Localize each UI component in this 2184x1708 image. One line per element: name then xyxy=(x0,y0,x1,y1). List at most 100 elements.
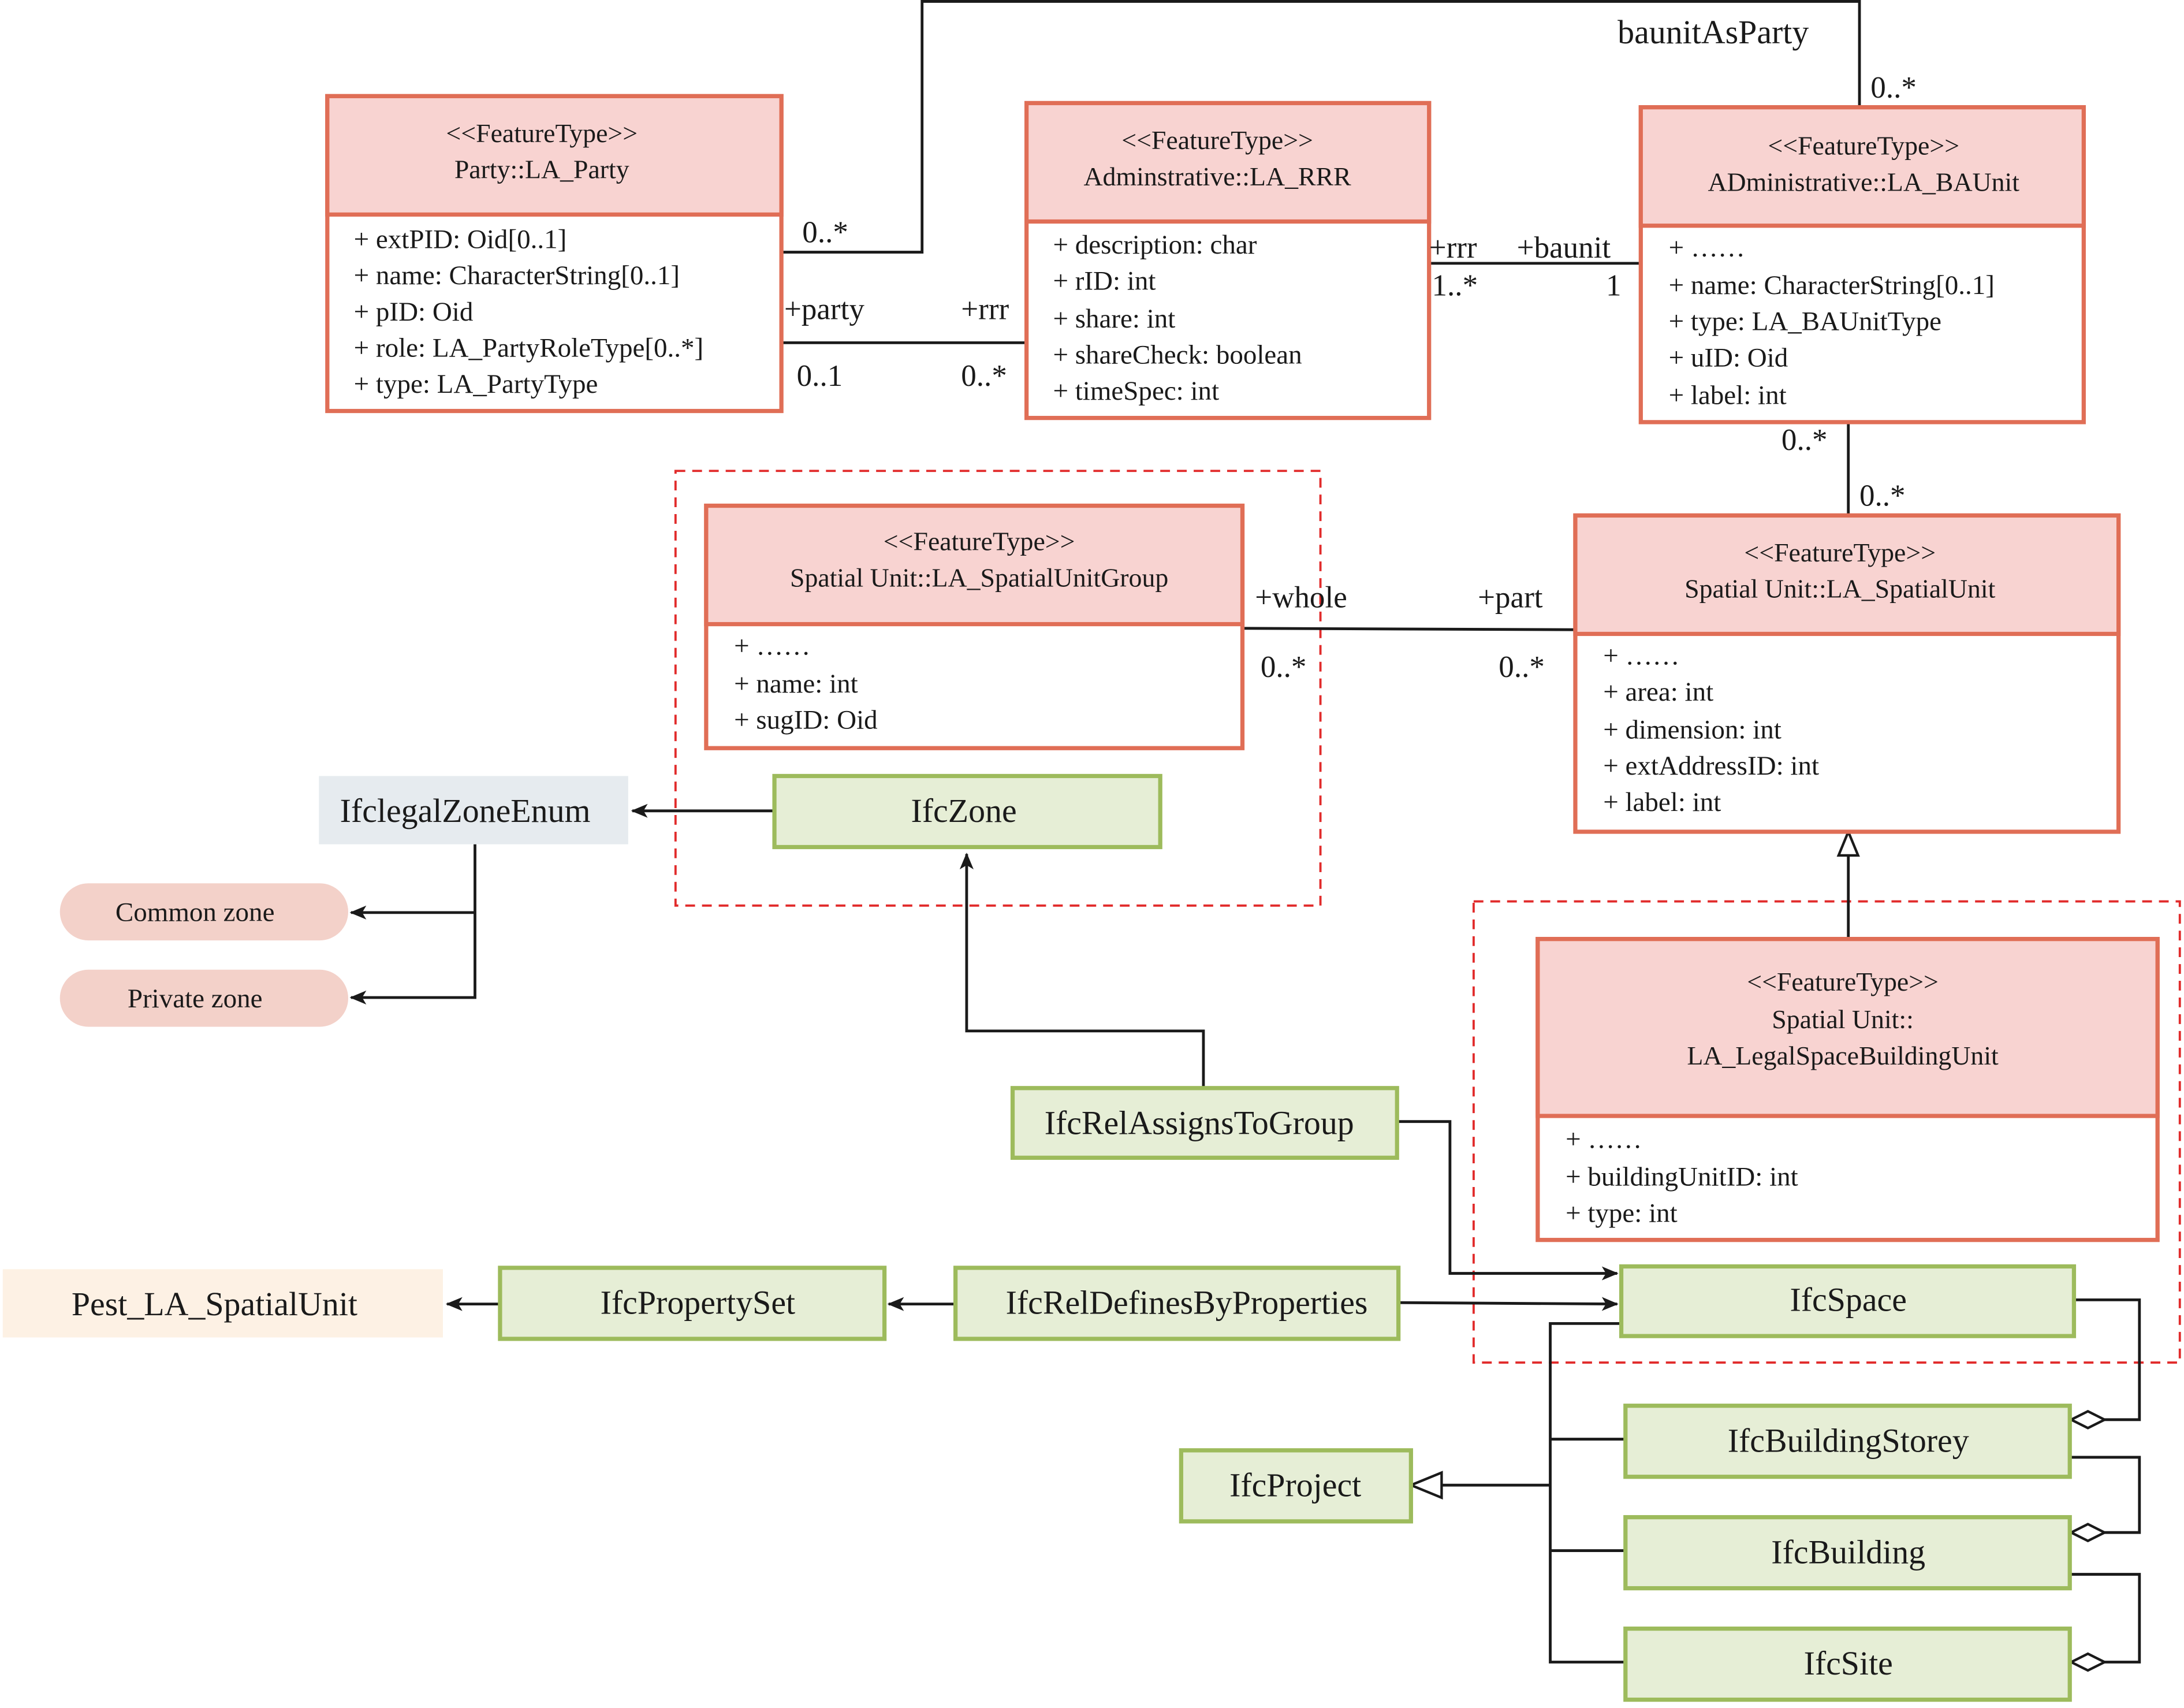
class-attribute: + …… xyxy=(1603,641,1679,671)
multiplicity-label: 0..* xyxy=(1499,650,1545,684)
role-label: +baunit xyxy=(1517,231,1611,265)
class-la-party[interactable]: <<FeatureType>> Party::LA_Party + extPID… xyxy=(325,94,784,414)
ifc-label: IfcRelDefinesByProperties xyxy=(1006,1284,1368,1322)
pest-label: Pest_LA_SpatialUnit xyxy=(72,1285,357,1323)
class-name: Party::LA_Party xyxy=(454,155,629,184)
ifc-label: IfcBuilding xyxy=(1771,1533,1925,1571)
enum-ifclegalzoneenum[interactable]: IfclegalZoneEnum xyxy=(319,776,628,844)
class-stereotype: <<FeatureType>> xyxy=(1744,538,1936,567)
enum-private-arrow xyxy=(349,844,476,1005)
class-la-legalspacebuildingunit[interactable]: <<FeatureType>> Spatial Unit:: LA_LegalS… xyxy=(1535,937,2160,1242)
role-label: +rrr xyxy=(1429,231,1477,265)
class-name: Spatial Unit::LA_SpatialUnitGroup xyxy=(790,563,1168,592)
class-stereotype: <<FeatureType>> xyxy=(1121,125,1313,155)
class-attribute: + area: int xyxy=(1603,677,1713,707)
ifc-building[interactable]: IfcBuilding xyxy=(1623,1515,2072,1591)
multiplicity-label: 0..* xyxy=(802,216,848,250)
role-label: +part xyxy=(1478,581,1543,615)
class-stereotype: <<FeatureType>> xyxy=(1747,967,1939,996)
ifc-label: IfcSite xyxy=(1804,1644,1893,1682)
zone-group-frame xyxy=(674,470,1322,907)
class-stereotype: <<FeatureType>> xyxy=(1768,131,1959,161)
class-attribute: + share: int xyxy=(1053,304,1175,334)
class-attribute: + timeSpec: int xyxy=(1053,376,1219,406)
class-attribute: + …… xyxy=(1566,1124,1642,1154)
class-attribute: + rID: int xyxy=(1053,266,1156,296)
ifc-buildingstorey[interactable]: IfcBuildingStorey xyxy=(1623,1404,2072,1479)
ifc-zone[interactable]: IfcZone xyxy=(772,773,1162,850)
multiplicity-label: 0..* xyxy=(1859,479,1906,513)
class-attribute: + type: LA_BAUnitType xyxy=(1669,307,1941,337)
ifc-space[interactable]: IfcSpace xyxy=(1619,1264,2077,1338)
class-la-spatialunit[interactable]: <<FeatureType>> Spatial Unit::LA_Spatial… xyxy=(1573,513,2121,834)
pest-la-spatialunit[interactable]: Pest_LA_SpatialUnit xyxy=(2,1269,443,1338)
ifc-label: IfcSpace xyxy=(1790,1281,1906,1319)
class-attribute: + shareCheck: boolean xyxy=(1053,340,1302,370)
class-attribute: + name: CharacterString[0..1] xyxy=(1669,270,1995,300)
space-storey-aggregation xyxy=(2074,1298,2141,1422)
role-label: +whole xyxy=(1255,581,1347,615)
class-attribute: + extAddressID: int xyxy=(1603,751,1819,781)
enum-value-label: Private zone xyxy=(128,984,263,1014)
assigns-to-space-arrow xyxy=(1397,1120,1619,1281)
generalization-arrowhead xyxy=(1836,828,1860,857)
class-la-baunit[interactable]: <<FeatureType>> ADministrative::LA_BAUni… xyxy=(1638,105,2086,425)
ifc-propertyset[interactable]: IfcPropertySet xyxy=(498,1266,887,1341)
multiplicity-label: 1 xyxy=(1606,269,1622,302)
multiplicity-label: 0..* xyxy=(961,359,1007,393)
class-attribute: + sugID: Oid xyxy=(734,705,878,735)
class-attribute: + uID: Oid xyxy=(1669,343,1788,373)
ifc-label: IfcProject xyxy=(1229,1466,1361,1504)
ifc-label: IfcBuildingStorey xyxy=(1728,1422,1969,1459)
class-attribute: + type: int xyxy=(1566,1198,1678,1228)
baunit-as-party-association xyxy=(781,0,1861,254)
class-attribute: + extPID: Oid[0..1] xyxy=(354,224,567,254)
multiplicity-label: 0..* xyxy=(1261,650,1307,684)
class-name: Adminstrative::LA_RRR xyxy=(1083,162,1351,191)
class-name-line1: Spatial Unit:: xyxy=(1772,1004,1914,1034)
spatial-bus-line xyxy=(1549,1322,1626,1664)
defines-to-space-arrow xyxy=(1398,1297,1619,1311)
enum-value-label: Common zone xyxy=(115,897,275,927)
enum-value-private-zone[interactable]: Private zone xyxy=(59,969,348,1027)
class-attribute: + role: LA_PartyRoleType[0..*] xyxy=(354,333,704,363)
class-la-spatialunitgroup[interactable]: <<FeatureType>> Spatial Unit::LA_Spatial… xyxy=(704,503,1245,750)
multiplicity-label: 0..1 xyxy=(797,359,843,393)
ifc-reldefinesbyproperties[interactable]: IfcRelDefinesByProperties xyxy=(953,1266,1401,1341)
class-attribute: + buildingUnitID: int xyxy=(1566,1162,1798,1192)
building-site-aggregation xyxy=(2070,1573,2141,1664)
class-attribute: + name: CharacterString[0..1] xyxy=(354,261,680,291)
class-name-line2: LA_LegalSpaceBuildingUnit xyxy=(1687,1041,1999,1070)
class-attribute: + type: LA_PartyType xyxy=(354,369,598,399)
project-generalization-arrowhead xyxy=(1407,1471,1443,1500)
association-name: baunitAsParty xyxy=(1617,13,1809,51)
class-name: Spatial Unit::LA_SpatialUnit xyxy=(1684,574,1996,604)
class-attribute: + label: int xyxy=(1669,380,1787,410)
ifc-project[interactable]: IfcProject xyxy=(1179,1448,1413,1524)
class-attribute: + name: int xyxy=(734,669,858,699)
assigns-to-zone-arrow xyxy=(959,853,1205,1088)
aggregation-diamond xyxy=(2068,1523,2108,1543)
class-attribute: + label: int xyxy=(1603,787,1721,817)
multiplicity-label: 0..* xyxy=(1870,71,1917,105)
class-attribute: + pID: Oid xyxy=(354,297,474,327)
multiplicity-label: 1..* xyxy=(1432,269,1478,302)
class-la-rrr[interactable]: <<FeatureType>> Adminstrative::LA_RRR + … xyxy=(1024,101,1432,421)
class-stereotype: <<FeatureType>> xyxy=(884,527,1075,556)
ifc-label: IfcRelAssignsToGroup xyxy=(1045,1104,1354,1141)
enum-name: IfclegalZoneEnum xyxy=(340,792,591,829)
enum-value-common-zone[interactable]: Common zone xyxy=(59,883,348,941)
class-name: ADministrative::LA_BAUnit xyxy=(1708,167,2019,196)
space-group-frame xyxy=(1472,900,2181,1364)
ifc-label: IfcPropertySet xyxy=(601,1284,796,1322)
aggregation-diamond xyxy=(2068,1652,2108,1672)
role-label: +rrr xyxy=(961,292,1009,326)
ifc-site[interactable]: IfcSite xyxy=(1623,1626,2072,1702)
ifc-relassignstogroup[interactable]: IfcRelAssignsToGroup xyxy=(1010,1086,1399,1160)
class-attribute: + …… xyxy=(734,631,810,661)
whole-part-association xyxy=(1242,627,1575,631)
storey-building-aggregation xyxy=(2070,1456,2141,1534)
aggregation-diamond xyxy=(2068,1409,2108,1430)
